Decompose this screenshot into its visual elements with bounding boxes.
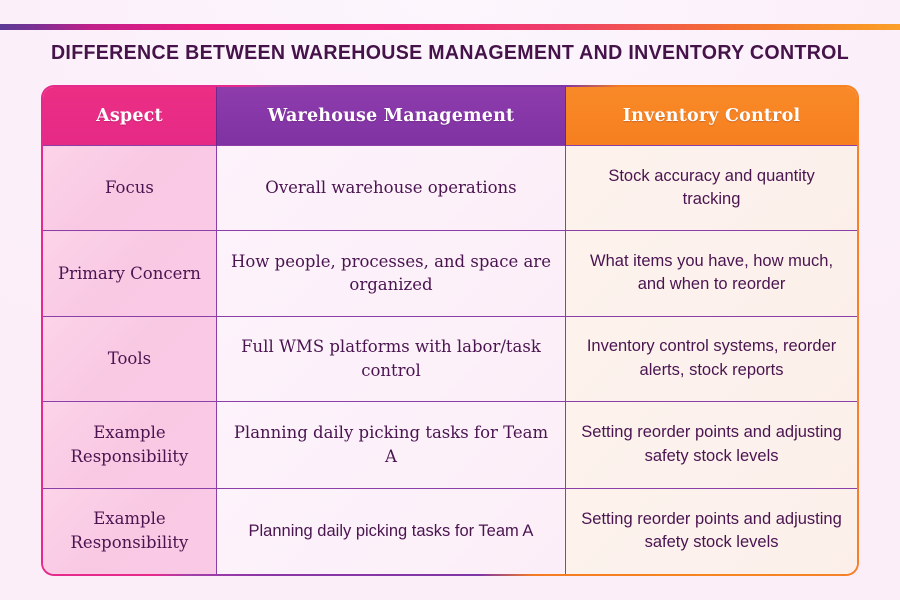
cell-aspect-text: Focus [105,178,154,198]
table-header-row: Aspect Warehouse Management Inventory Co… [43,87,857,146]
cell-warehouse-management-text: Planning daily picking tasks for Team A [248,521,534,540]
table-body: Focus Overall warehouse operations Stock… [43,144,857,574]
table-row: Example Responsibility Planning daily pi… [43,487,857,574]
cell-warehouse-management-text: Planning daily picking tasks for Team A [233,423,549,466]
cell-warehouse-management-text: Full WMS platforms with labor/task contr… [241,337,541,380]
cell-inventory-control-text: Stock accuracy and quantity tracking [608,166,815,209]
table-row: Example Responsibility Planning daily pi… [43,400,857,489]
cell-aspect: Tools [43,315,217,402]
cell-warehouse-management: Overall warehouse operations [216,144,567,232]
cell-aspect: Example Responsibility [43,400,217,489]
comparison-table-container: Aspect Warehouse Management Inventory Co… [41,85,859,576]
cell-aspect: Focus [43,144,217,232]
cell-warehouse-management: How people, processes, and space are org… [216,230,567,317]
cell-warehouse-management-text: Overall warehouse operations [265,178,517,198]
cell-inventory-control: Setting reorder points and adjusting saf… [565,487,857,574]
column-header-aspect: Aspect [43,87,217,146]
comparison-table: Aspect Warehouse Management Inventory Co… [43,87,857,574]
top-gradient-bar [0,24,900,30]
cell-warehouse-management: Planning daily picking tasks for Team A [216,400,567,489]
cell-warehouse-management: Full WMS platforms with labor/task contr… [216,315,567,402]
cell-aspect-text: Example Responsibility [70,509,189,553]
table-row: Primary Concern How people, processes, a… [43,230,857,317]
cell-aspect-text: Tools [107,348,152,368]
table-header: Aspect Warehouse Management Inventory Co… [43,87,857,146]
cell-inventory-control: Setting reorder points and adjusting saf… [565,400,857,489]
cell-aspect: Primary Concern [43,230,217,317]
cell-aspect: Example Responsibility [43,487,217,574]
table-row: Focus Overall warehouse operations Stock… [43,144,857,232]
cell-inventory-control-text: Setting reorder points and adjusting saf… [581,423,842,465]
cell-inventory-control: What items you have, how much, and when … [565,230,857,317]
cell-inventory-control: Stock accuracy and quantity tracking [565,144,857,232]
cell-warehouse-management: Planning daily picking tasks for Team A [216,487,567,574]
cell-inventory-control-text: Setting reorder points and adjusting saf… [581,509,842,552]
page-title: DIFFERENCE BETWEEN WAREHOUSE MANAGEMENT … [50,41,850,64]
cell-inventory-control: Inventory control systems, reorder alert… [565,315,857,402]
column-header-inventory-control: Inventory Control [565,87,857,146]
cell-inventory-control-text: Inventory control systems, reorder alert… [586,337,837,379]
cell-warehouse-management-text: How people, processes, and space are org… [230,252,551,295]
table-row: Tools Full WMS platforms with labor/task… [43,315,857,402]
cell-aspect-text: Example Responsibility [70,422,189,466]
cell-inventory-control-text: What items you have, how much, and when … [590,252,834,294]
cell-aspect-text: Primary Concern [57,263,201,283]
column-header-warehouse-management: Warehouse Management [215,87,567,146]
